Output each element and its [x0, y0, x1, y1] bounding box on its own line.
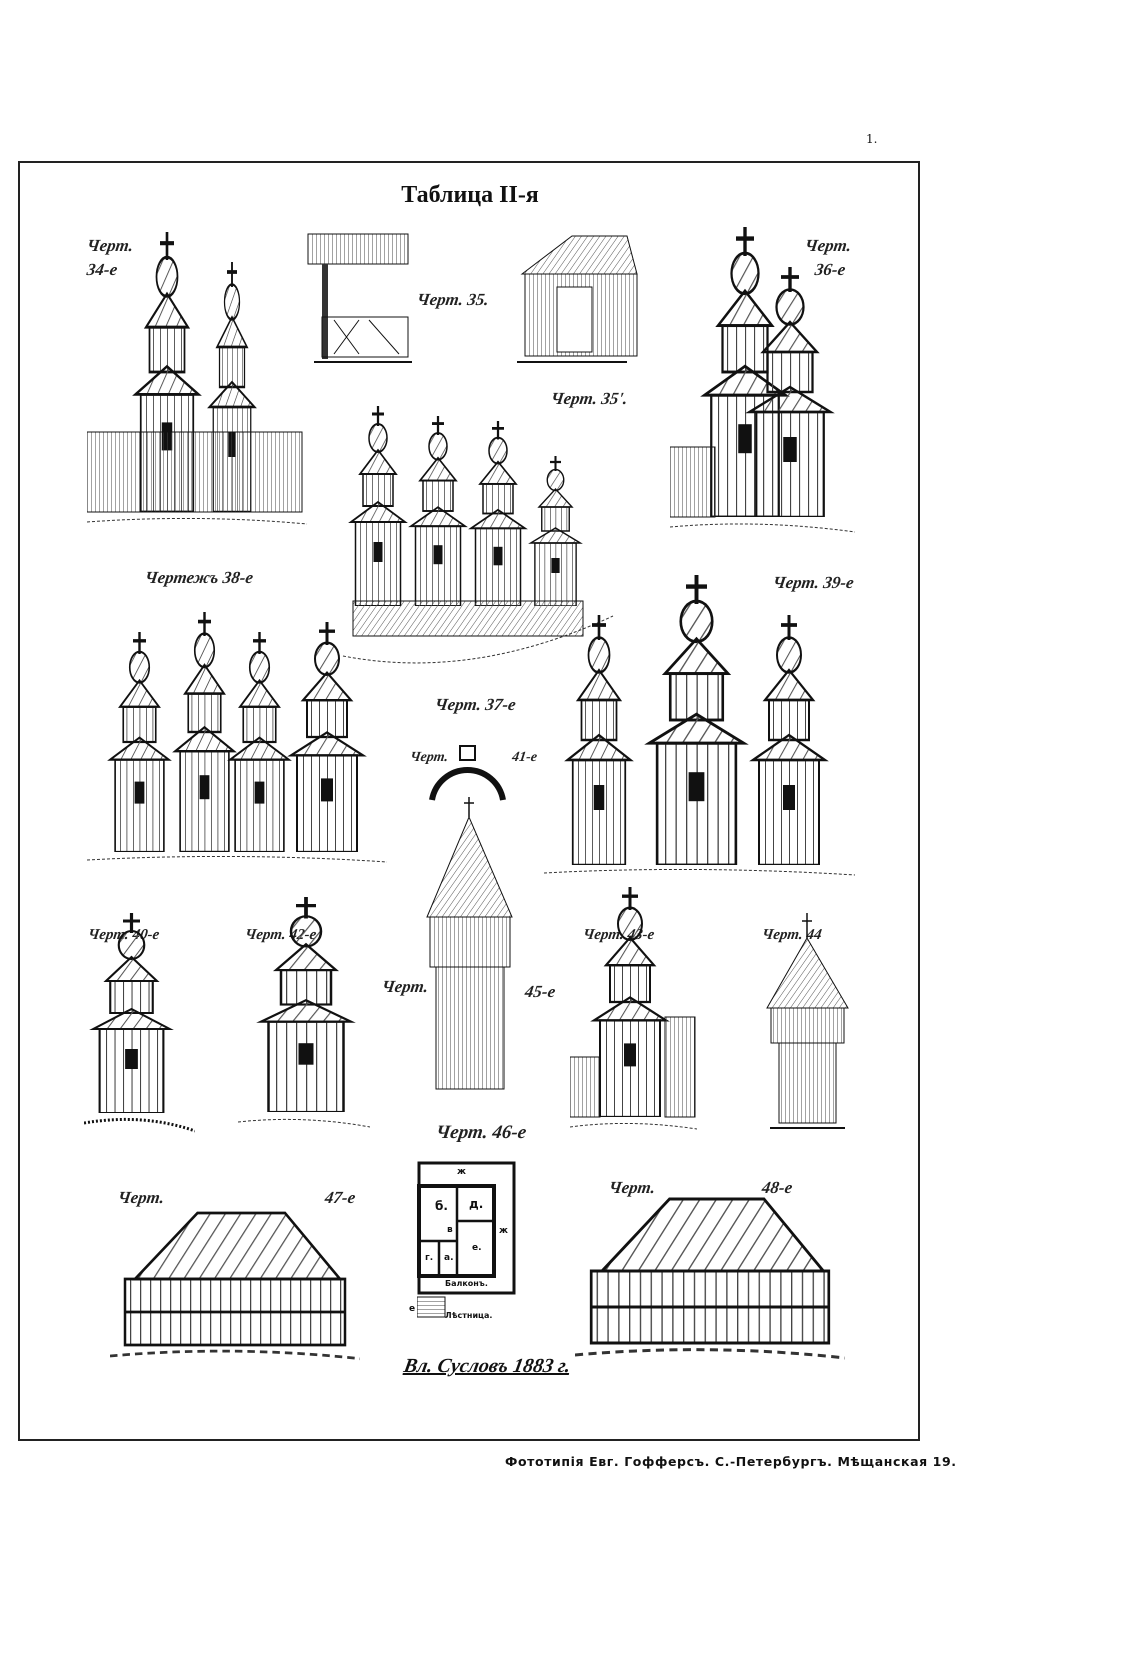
fig35b-chapel-drawing — [517, 232, 644, 369]
fig45-label-b: 45-е — [523, 982, 557, 1001]
plan-stairs-mark: е — [409, 1304, 416, 1314]
fig48-house-drawing — [570, 1177, 850, 1372]
plan-room-label: д. — [469, 1197, 484, 1211]
fig38-church-drawing — [87, 612, 391, 871]
plan-room-label: а. — [444, 1253, 454, 1263]
fig46-label: Черт. 46-е — [434, 1122, 528, 1143]
plan-room-label: г. — [425, 1253, 434, 1263]
fig37-label: Черт. 37-е — [433, 695, 518, 714]
fig34-church-drawing — [87, 232, 312, 532]
fig46-floor-plan: ж ж б. д. в г. а. е. Балконъ. е Лѣстница… — [409, 1161, 517, 1325]
fig41-label-b: 41-е — [511, 750, 539, 765]
plan-balcony-label: Балконъ. — [445, 1279, 488, 1288]
page-mark: 1. — [866, 132, 878, 146]
fig45-tent-belfry-drawing — [422, 797, 517, 1093]
plan-room-label: е. — [472, 1243, 482, 1253]
fig41-arch-drawing — [428, 744, 507, 802]
printer-credit: Фототипія Евг. Гофферсъ. С.-Петербургъ. … — [505, 1454, 957, 1469]
fig42-belfry-drawing — [238, 897, 370, 1134]
fig35-porch-drawing — [304, 232, 412, 369]
fig39-church-drawing — [544, 575, 855, 882]
fig40-belfry-drawing — [84, 913, 195, 1135]
fig44-belfry-drawing — [765, 913, 850, 1135]
fig36-church-drawing — [670, 227, 855, 544]
plate-frame — [18, 161, 920, 1441]
fig47-thatched-house-drawing — [90, 1182, 370, 1372]
plan-room-label: б. — [435, 1199, 448, 1213]
plan-room-label: в — [447, 1225, 453, 1235]
plate-title: Таблица II-я — [401, 182, 539, 208]
plan-side-label-north: ж — [457, 1167, 466, 1177]
plan-side-label-east: ж — [499, 1226, 508, 1236]
fig38-label: Чертежъ 38-е — [143, 568, 255, 587]
fig37-church-drawing — [333, 406, 618, 676]
fig35-label: Черт. 35. — [415, 290, 491, 309]
fig43-belfry-drawing — [570, 887, 697, 1135]
plan-stairs-label: Лѣстница. — [445, 1311, 493, 1320]
artist-signature: Вл. Сусловъ 1883 г. — [402, 1355, 573, 1377]
